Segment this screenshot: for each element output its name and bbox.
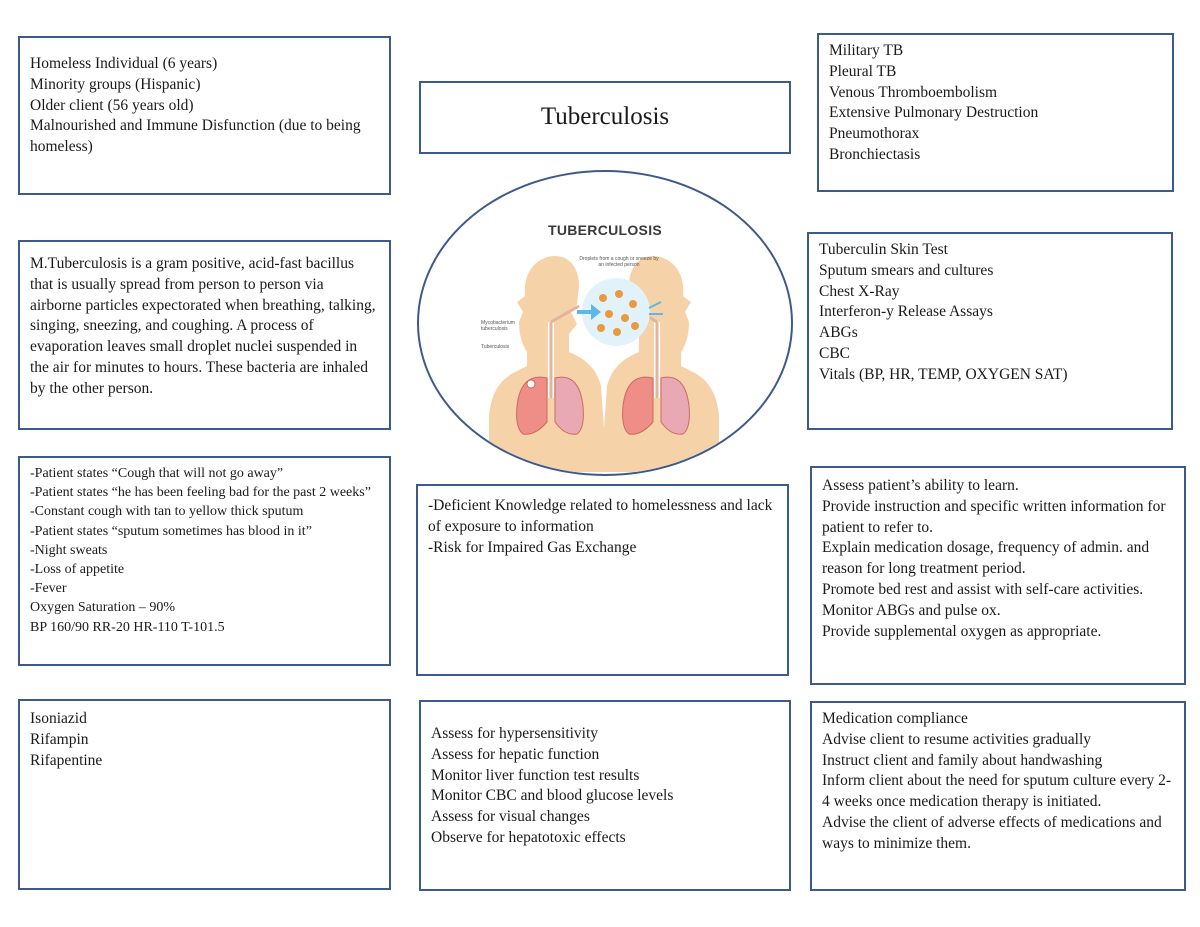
signs-symptoms-box: -Patient states “Cough that will not go … xyxy=(18,456,391,666)
nursing-diagnosis-line: -Risk for Impaired Gas Exchange xyxy=(428,538,637,556)
education-line: Inform client about the need for sputum … xyxy=(822,772,1172,811)
risk-factor-line: Homeless Individual (6 years) xyxy=(30,55,218,72)
medication-line: Isoniazid xyxy=(30,710,87,727)
symptom-line: -Patient states “sputum sometimes has bl… xyxy=(30,523,312,539)
risk-factor-line: Older client (56 years old) xyxy=(30,96,194,114)
pathophysiology-text: M.Tuberculosis is a gram positive, acid-… xyxy=(30,255,376,397)
education-line: Advise client to resume activities gradu… xyxy=(822,730,1092,748)
education-line: Medication compliance xyxy=(822,710,968,727)
droplet-label: Droplets from a cough or sneeze by an in… xyxy=(579,256,659,268)
diagnostic-line: ABGs xyxy=(819,324,858,342)
diagnostics-box: Tuberculin Skin Test Sputum smears and c… xyxy=(807,232,1173,430)
complication-line: Venous Thromboembolism xyxy=(829,83,998,101)
symptom-line: -Loss of appetite xyxy=(30,562,125,578)
tuberculosis-illustration: TUBERCULOSIS Droplets from a xyxy=(417,170,793,476)
diagnostic-line: CBC xyxy=(819,344,851,362)
medication-nursing-line: Assess for hepatic function xyxy=(431,745,600,763)
pathophysiology-box: M.Tuberculosis is a gram positive, acid-… xyxy=(18,240,391,430)
risk-factor-line: Malnourished and Immune Disfunction (due… xyxy=(30,117,361,156)
complication-line: Pleural TB xyxy=(829,62,897,80)
intervention-line: Provide supplemental oxygen as appropria… xyxy=(822,622,1102,640)
medication-nursing-line: Assess for hypersensitivity xyxy=(431,725,599,742)
symptom-line: Oxygen Saturation – 90% xyxy=(30,600,176,616)
symptom-line: -Constant cough with tan to yellow thick… xyxy=(30,504,304,520)
medication-line: Rifapentine xyxy=(30,751,103,769)
education-box: Medication compliance Advise client to r… xyxy=(810,701,1186,891)
nursing-diagnoses-box: -Deficient Knowledge related to homeless… xyxy=(416,484,789,676)
illustration-title: TUBERCULOSIS xyxy=(547,222,663,238)
central-title: Tuberculosis xyxy=(540,103,670,131)
medication-nursing-line: Assess for visual changes xyxy=(431,808,590,826)
diagnostic-line: Tuberculin Skin Test xyxy=(819,241,948,258)
complication-line: Bronchiectasis xyxy=(829,145,921,163)
medication-line: Rifampin xyxy=(30,730,89,748)
interventions-box: Assess patient’s ability to learn. Provi… xyxy=(810,466,1186,685)
risk-factor-line: Minority groups (Hispanic) xyxy=(30,75,201,93)
intervention-line: Provide instruction and specific written… xyxy=(822,497,1166,536)
medications-box: Isoniazid Rifampin Rifapentine xyxy=(18,699,391,890)
central-title-box: Tuberculosis xyxy=(419,81,791,154)
intervention-line: Promote bed rest and assist with self-ca… xyxy=(822,580,1144,598)
diagnostic-line: Chest X-Ray xyxy=(819,282,900,300)
intervention-line: Explain medication dosage, frequency of … xyxy=(822,539,1150,578)
medication-nursing-line: Monitor CBC and blood glucose levels xyxy=(431,787,674,805)
symptom-line: -Fever xyxy=(30,581,67,597)
diagnostic-line: Vitals (BP, HR, TEMP, OXYGEN SAT) xyxy=(819,365,1068,383)
symptom-line: -Night sweats xyxy=(30,542,108,558)
medication-nursing-box: Assess for hypersensitivity Assess for h… xyxy=(419,700,791,891)
medication-nursing-line: Monitor liver function test results xyxy=(431,766,640,784)
diagnostic-line: Sputum smears and cultures xyxy=(819,261,994,279)
complication-line: Extensive Pulmonary Destruction xyxy=(829,104,1039,122)
intervention-line: Monitor ABGs and pulse ox. xyxy=(822,601,1001,619)
symptom-line: BP 160/90 RR-20 HR-110 T-101.5 xyxy=(30,619,225,635)
intervention-line: Assess patient’s ability to learn. xyxy=(822,477,1019,494)
complication-line: Pneumothorax xyxy=(829,125,920,143)
complication-line: Military TB xyxy=(829,42,904,59)
education-line: Instruct client and family about handwas… xyxy=(822,751,1103,769)
tuberculosis-label: Tuberculosis xyxy=(481,344,510,350)
transmission-figure-icon xyxy=(489,256,719,472)
symptom-line: -Patient states “Cough that will not go … xyxy=(30,466,284,481)
complications-box: Military TB Pleural TB Venous Thromboemb… xyxy=(817,33,1174,192)
diagnostic-line: Interferon-y Release Assays xyxy=(819,303,993,321)
medication-nursing-line: Observe for hepatotoxic effects xyxy=(431,828,626,846)
nursing-diagnosis-line: -Deficient Knowledge related to homeless… xyxy=(428,497,773,535)
mycobacterium-label: Mycobacterium tuberculosis xyxy=(481,320,515,332)
education-line: Advise the client of adverse effects of … xyxy=(822,813,1162,852)
symptom-line: -Patient states “he has been feeling bad… xyxy=(30,485,371,501)
risk-factors-box: Homeless Individual (6 years) Minority g… xyxy=(18,36,391,195)
